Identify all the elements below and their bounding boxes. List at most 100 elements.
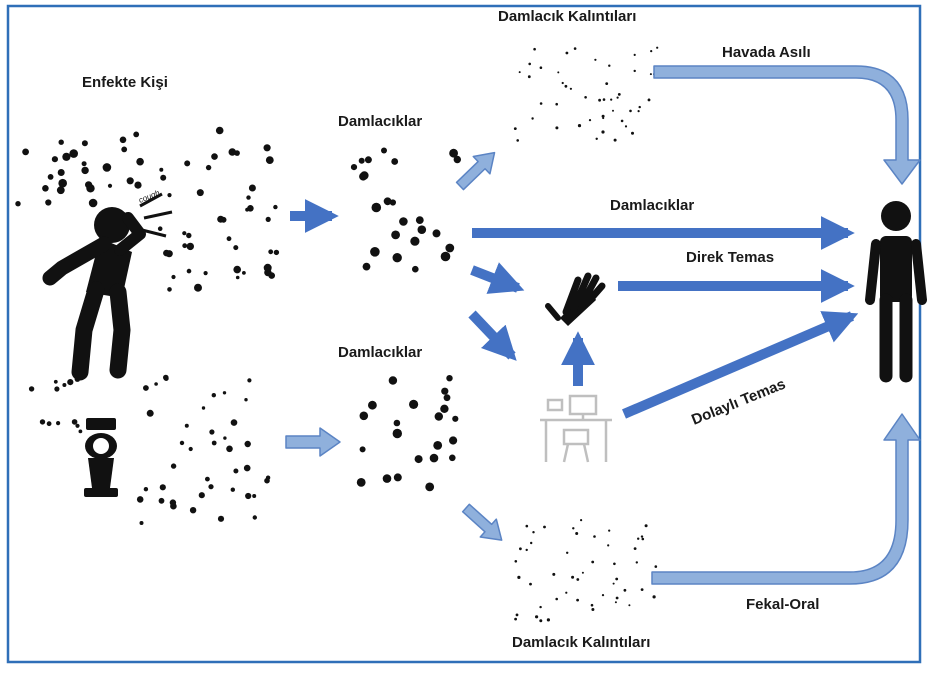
- droplet-dot: [56, 186, 65, 195]
- droplet-dot: [22, 148, 29, 156]
- droplet-dot: [42, 185, 49, 192]
- droplet-dot: [539, 66, 543, 69]
- arrow-to-surface: [468, 310, 517, 361]
- droplet-dot: [58, 139, 64, 145]
- droplet-dot: [412, 265, 419, 273]
- droplet-dot: [226, 445, 233, 453]
- droplet-dot: [591, 608, 595, 611]
- droplet-dot: [446, 375, 453, 382]
- droplet-dot: [159, 484, 166, 491]
- droplet-dot: [247, 378, 252, 383]
- droplet-dot: [81, 166, 89, 175]
- droplet-dot: [433, 441, 443, 450]
- droplet-dot: [517, 575, 521, 580]
- droplet-dot: [429, 453, 439, 463]
- droplet-dot: [39, 419, 46, 425]
- droplet-dot: [539, 605, 542, 609]
- droplet-dot: [198, 492, 205, 499]
- droplet-dot: [565, 51, 569, 55]
- droplet-dot: [53, 379, 58, 384]
- droplet-dot: [527, 75, 531, 79]
- droplet-dot: [637, 110, 640, 113]
- droplet-dot: [629, 109, 632, 113]
- droplet-dot: [245, 207, 250, 212]
- droplet-dot: [382, 474, 392, 483]
- droplet-dot: [640, 588, 644, 591]
- coughing-person-icon: [42, 192, 173, 381]
- droplet-dot: [425, 482, 435, 492]
- droplet-dot: [555, 102, 558, 106]
- droplet-dot: [561, 81, 564, 85]
- droplet-dot: [649, 73, 652, 76]
- droplet-dot: [222, 391, 227, 395]
- droplet-dot: [584, 96, 587, 99]
- droplet-dot: [28, 386, 35, 392]
- droplet-dot: [194, 283, 202, 292]
- droplet-dot: [242, 271, 246, 275]
- droplet-dot: [157, 226, 163, 231]
- droplet-dot: [546, 618, 551, 622]
- label-infected-person: Enfekte Kişi: [82, 74, 168, 91]
- droplet-dot: [614, 601, 617, 604]
- droplet-dot: [211, 153, 218, 160]
- droplet-dot: [613, 562, 616, 566]
- droplet-dot: [364, 156, 372, 164]
- droplet-dot: [158, 497, 165, 504]
- droplet-dot: [230, 419, 238, 426]
- droplet-dot: [569, 87, 573, 90]
- droplet-dot: [209, 429, 215, 435]
- residue-cluster-top: [513, 46, 659, 142]
- droplet-dot: [519, 547, 522, 551]
- droplet-dot: [205, 476, 210, 482]
- droplet-dot: [610, 98, 613, 101]
- droplet-dot: [552, 572, 556, 576]
- droplet-dot: [350, 164, 358, 171]
- droplet-dot: [637, 537, 640, 540]
- spray-cluster-left: [15, 131, 144, 208]
- desk-icon: [540, 394, 612, 463]
- droplet-dot: [443, 394, 451, 402]
- droplet-dot: [359, 446, 366, 453]
- droplet-dot: [211, 393, 216, 398]
- droplet-dot: [612, 109, 614, 112]
- droplet-dot: [81, 140, 88, 147]
- droplet-dot: [67, 379, 74, 386]
- droplet-dot: [163, 374, 169, 381]
- droplet-dot: [154, 382, 158, 386]
- droplet-dot: [75, 423, 80, 428]
- droplet-dot: [121, 146, 128, 153]
- toilet-icon: [84, 418, 118, 497]
- droplet-dot: [515, 613, 519, 617]
- droplet-dot: [139, 521, 144, 525]
- droplet-dot: [399, 217, 408, 226]
- droplet-dot: [628, 604, 631, 607]
- droplet-dot: [591, 560, 595, 564]
- droplet-dot: [440, 251, 451, 262]
- droplet-dot: [243, 464, 251, 472]
- droplet-dot: [595, 137, 598, 140]
- droplet-dot: [565, 591, 568, 594]
- label-direct-contact: Direk Temas: [686, 249, 774, 266]
- droplet-dot: [189, 507, 197, 514]
- droplet-dot: [235, 275, 240, 280]
- droplet-dot: [182, 231, 187, 236]
- droplet-dot: [617, 93, 621, 96]
- droplet-dot: [383, 197, 392, 206]
- droplet-dot: [268, 272, 276, 279]
- droplet-dot: [88, 198, 98, 208]
- droplet-dot: [445, 243, 455, 253]
- droplet-dot: [528, 62, 531, 66]
- arrow-indirect-contact: [622, 311, 859, 419]
- droplet-dot: [535, 615, 539, 619]
- droplet-dot: [602, 117, 605, 120]
- droplet-dot: [650, 50, 653, 53]
- droplet-dot: [143, 487, 149, 492]
- droplet-dot: [167, 193, 172, 198]
- label-residue-top: Damlacık Kalıntıları: [498, 8, 636, 25]
- droplet-dot: [45, 199, 52, 206]
- droplet-dot: [136, 496, 144, 503]
- droplet-dot: [186, 268, 192, 274]
- droplet-dot: [233, 265, 241, 274]
- droplet-dot: [391, 158, 399, 165]
- label-droplets-route: Damlacıklar: [610, 197, 694, 214]
